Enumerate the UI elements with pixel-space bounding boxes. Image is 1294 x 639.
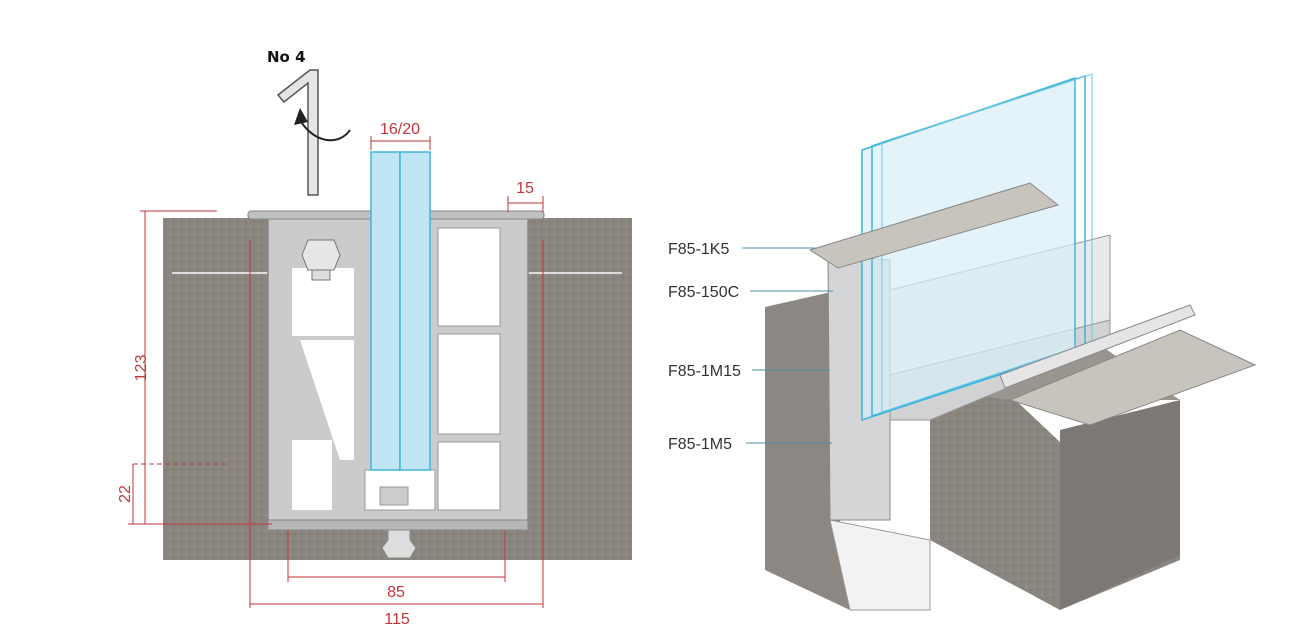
leader-lines	[742, 247, 833, 444]
part-label: F85-1K5	[668, 241, 729, 258]
bolt-icon	[301, 239, 341, 281]
dim-glass-thickness: 16/20	[380, 121, 420, 138]
dim-base-height: 22	[117, 485, 134, 503]
glass-panel	[370, 151, 431, 471]
hex-key-icon	[276, 69, 351, 196]
clip-strip	[999, 304, 1196, 389]
part-label: F85-1M15	[668, 363, 741, 380]
dim-cover-overhang: 15	[516, 180, 534, 197]
rotate-arrow-icon	[294, 108, 308, 125]
channel-opening	[829, 519, 931, 611]
dim-total-height: 123	[133, 355, 150, 382]
dim-inner-width: 85	[387, 584, 405, 601]
dimension-lines	[128, 136, 544, 608]
section-view: No 4 16/20 15 123 22 85 115	[117, 48, 632, 628]
part-label: F85-1M5	[668, 436, 732, 453]
part-label: F85-150C	[668, 284, 739, 301]
isometric-view: F85-1K5 F85-150C F85-1M15 F85-1M5	[668, 73, 1257, 611]
tool-label: No 4	[267, 48, 306, 66]
cover-strip-F85-1K5	[808, 182, 1060, 269]
cover-plate	[1008, 329, 1257, 426]
dim-outer-width: 115	[384, 611, 410, 628]
